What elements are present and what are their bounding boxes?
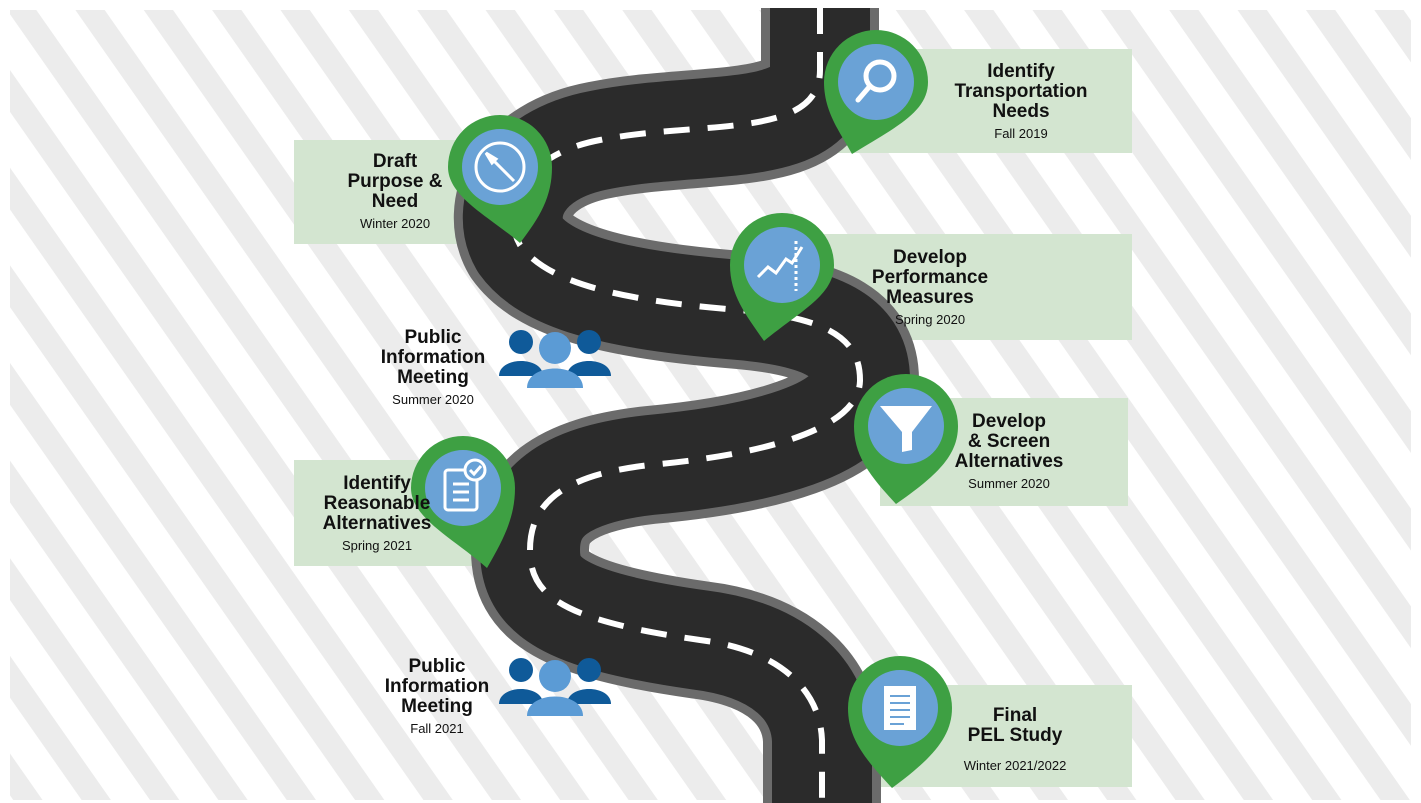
compass-icon — [474, 141, 526, 193]
pin-purpose-need — [448, 115, 552, 243]
milestone-public-meeting-2020: Public Information Meeting Summer 2020 — [358, 328, 508, 408]
pin-final-pel — [848, 656, 952, 788]
milestone-date: Spring 2020 — [894, 312, 966, 327]
milestone-date: Fall 2019 — [994, 126, 1048, 141]
milestone-title: Identify Reasonable Alternatives — [322, 473, 432, 534]
milestone-transportation-needs: Identify Transportation Needs Fall 2019 — [936, 62, 1106, 142]
pin-transportation-needs — [824, 30, 928, 154]
milestone-date: Summer 2020 — [968, 476, 1050, 491]
clipboard-checklist-icon — [443, 458, 487, 512]
milestone-performance-measures: Develop Performance Measures Spring 2020 — [855, 248, 1005, 328]
milestone-date: Summer 2020 — [392, 392, 474, 407]
milestone-title: Public Information Meeting — [380, 327, 486, 388]
document-icon — [884, 686, 916, 730]
pin-performance-measures — [730, 213, 834, 341]
milestone-date: Winter 2021/2022 — [963, 758, 1067, 773]
milestone-final-pel: Final PEL Study Winter 2021/2022 — [940, 706, 1090, 774]
milestone-title: Identify Transportation Needs — [954, 61, 1088, 122]
people-icon — [499, 330, 611, 388]
pin-reasonable-alternatives — [411, 436, 515, 568]
pin-screen-alternatives — [854, 374, 958, 504]
milestone-reasonable-alternatives: Identify Reasonable Alternatives Spring … — [302, 474, 452, 554]
road-center-dashes — [509, 8, 864, 803]
funnel-icon — [880, 406, 932, 452]
milestone-title: Develop Performance Measures — [871, 247, 989, 308]
milestone-title: Final PEL Study — [967, 705, 1063, 746]
milestone-screen-alternatives: Develop & Screen Alternatives Summer 202… — [934, 412, 1084, 492]
magnifier-icon — [855, 59, 897, 103]
milestone-date: Spring 2021 — [341, 538, 413, 553]
milestone-title: Public Information Meeting — [384, 656, 490, 717]
milestone-date: Winter 2020 — [359, 216, 431, 231]
people-icon — [499, 658, 611, 716]
milestone-title: Develop & Screen Alternatives — [954, 411, 1064, 472]
milestone-date: Fall 2021 — [410, 721, 464, 736]
trend-chart-icon — [756, 241, 804, 291]
milestone-title: Draft Purpose & Need — [347, 151, 443, 212]
milestone-purpose-need: Draft Purpose & Need Winter 2020 — [320, 152, 470, 232]
milestone-public-meeting-2021: Public Information Meeting Fall 2021 — [362, 657, 512, 737]
